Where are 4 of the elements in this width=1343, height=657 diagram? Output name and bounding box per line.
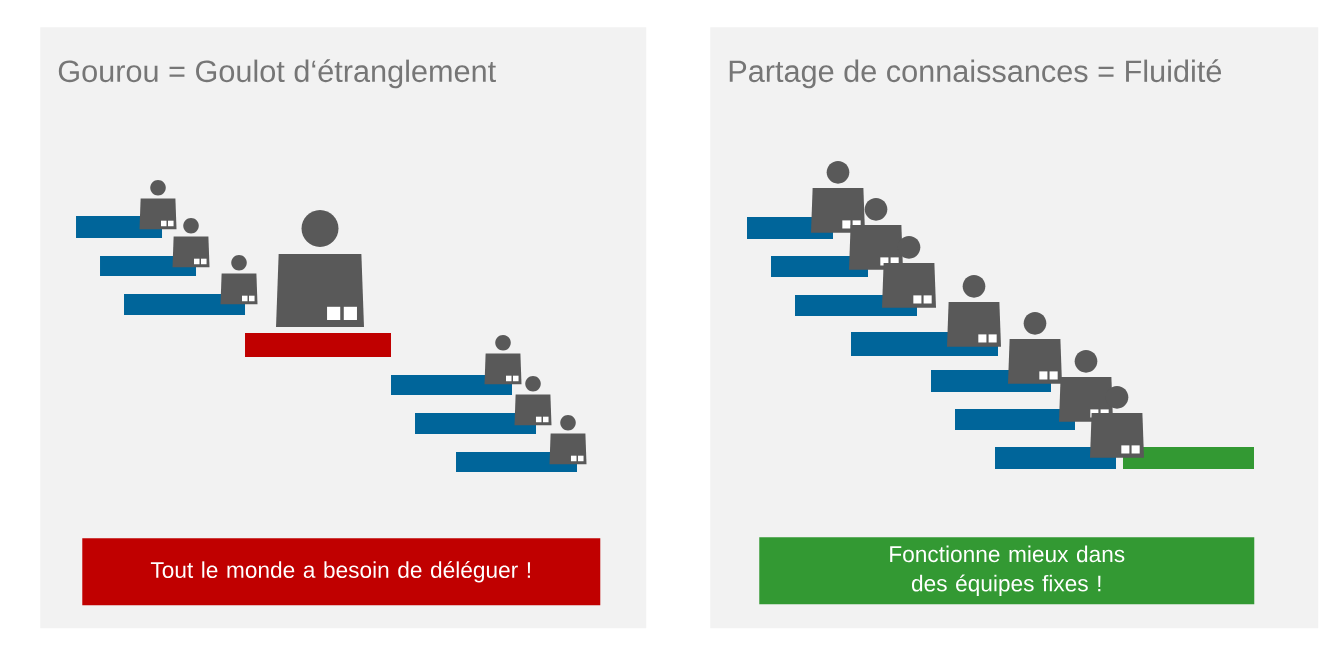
panel-title: Partage de connaissances = Fluidité xyxy=(729,59,1222,89)
callout-box: Tout le monde a besoin de déléguer ! xyxy=(82,538,601,606)
callout-box: Fonctionne mieux dans des équipes fixes ! xyxy=(759,537,1255,605)
panel-title: Gourou = Goulot d‘étranglement xyxy=(58,59,496,89)
